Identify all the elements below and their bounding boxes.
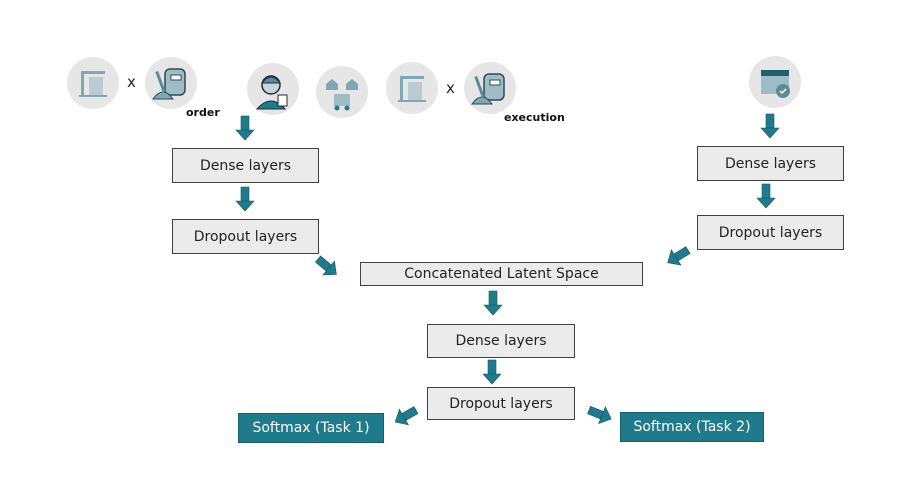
construction-crane-icon (386, 62, 438, 114)
arrow-down (235, 115, 255, 141)
execution-label: execution (504, 111, 565, 124)
left-dropout-layers: Dropout layers (172, 219, 319, 254)
arrow-diagonal (585, 401, 615, 428)
arrow-down (756, 183, 776, 209)
left-dense-layers: Dense layers (172, 148, 319, 183)
arrow-diagonal (390, 401, 421, 431)
arrow-down (235, 186, 255, 212)
right-dense-layers: Dense layers (697, 146, 844, 181)
softmax-task2: Softmax (Task 2) (620, 412, 764, 442)
shared-dropout-layers: Dropout layers (427, 387, 575, 420)
warehouse-logistics-icon (316, 66, 368, 118)
multiply-sign: x (127, 73, 136, 91)
arrow-down (483, 290, 503, 316)
order-label: order (186, 106, 220, 119)
arrow-diagonal (311, 251, 343, 282)
shared-dense-layers: Dense layers (427, 324, 575, 358)
arrow-down (482, 359, 502, 385)
construction-crane-icon (67, 57, 119, 109)
cement-bag-icon (464, 62, 516, 114)
arrow-diagonal (662, 242, 694, 271)
softmax-task1: Softmax (Task 1) (238, 413, 384, 443)
cement-bag-icon (145, 57, 197, 109)
calendar-check-icon (749, 56, 801, 108)
worker-icon (247, 63, 299, 115)
concatenated-latent-space: Concatenated Latent Space (360, 262, 643, 286)
arrow-down (760, 113, 780, 139)
multiply-sign: x (446, 79, 455, 97)
right-dropout-layers: Dropout layers (697, 215, 844, 250)
